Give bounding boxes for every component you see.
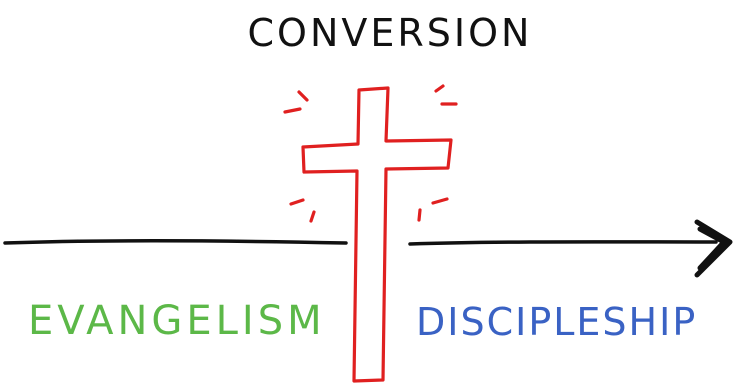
radiance-mark-5 — [289, 198, 305, 206]
radiance-mark-1 — [297, 90, 309, 102]
timeline-right-segment — [408, 240, 718, 246]
radiance-mark-2 — [283, 107, 302, 114]
radiance-mark-8 — [431, 197, 449, 205]
evangelism-label: EVANGELISM — [28, 298, 326, 344]
radiance-mark-6 — [309, 210, 316, 223]
radiance-mark-3 — [434, 84, 445, 93]
timeline-left-segment — [3, 239, 348, 245]
radiance-marks — [283, 84, 458, 223]
discipleship-label: DISCIPLESHIP — [416, 300, 697, 344]
radiance-mark-7 — [417, 208, 422, 222]
conversion-label: CONVERSION — [248, 11, 533, 55]
arrowhead-icon — [694, 219, 733, 278]
cross-icon — [301, 86, 453, 383]
